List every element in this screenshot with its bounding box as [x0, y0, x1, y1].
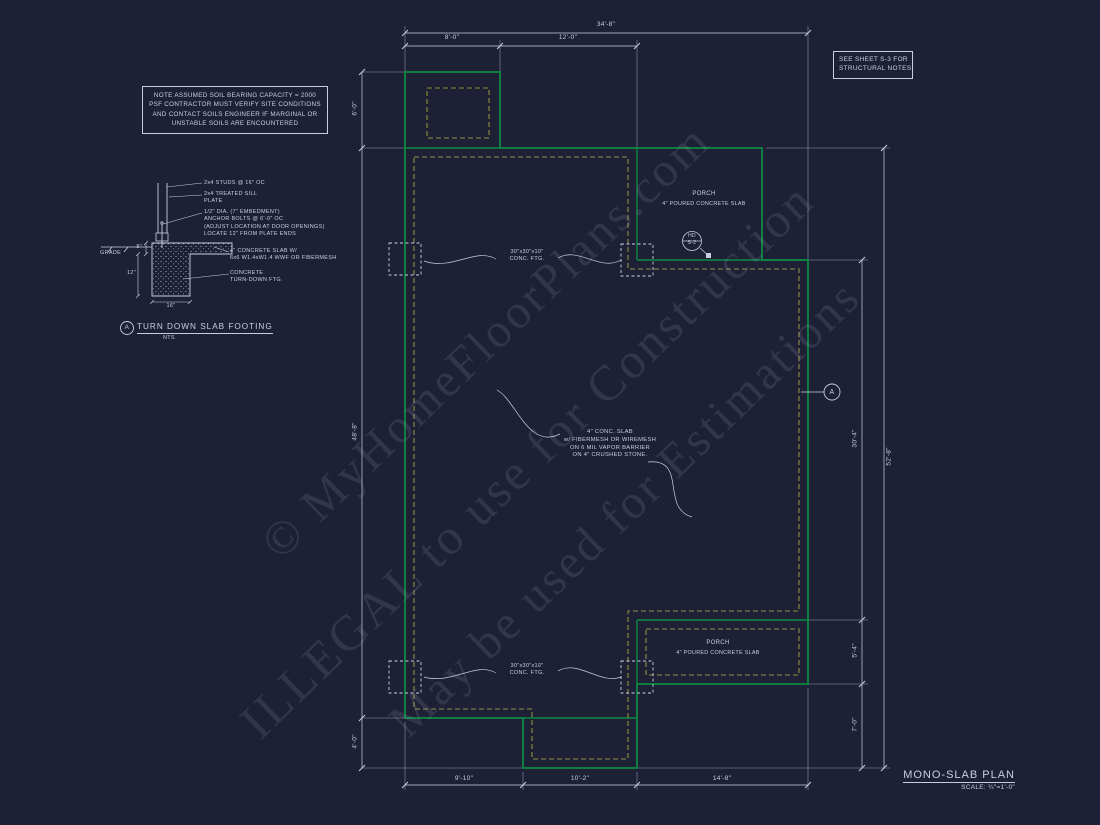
porch-label-bottom: PORCH 4" POURED CONCRETE SLAB	[662, 639, 774, 657]
detail-title-bubble	[120, 321, 134, 335]
porch-label-line: PORCH	[706, 640, 730, 646]
detail-dim-footing-width: 16"	[166, 303, 176, 309]
dim-right-total: 52'-8"	[885, 447, 893, 466]
callout-concrete-slab: 4" CONCRETE SLAB W/ 6x6 W1.4xW1.4 WWF OR…	[230, 248, 336, 263]
dim-left-top: 6'-0"	[351, 101, 359, 116]
callout-line: (ADJUST LOCATION AT DOOR OPENINGS)	[204, 223, 325, 230]
slab-note-line: w/ FIBERMESH OR WIREMESH	[563, 436, 657, 443]
detail-bubble-letter: A	[124, 324, 130, 331]
callout-anchor-bolts: 1/2" DIA. (7" EMBEDMENT) ANCHOR BOLTS @ …	[204, 209, 325, 239]
drawing-title: MONO-SLAB PLAN	[903, 768, 1015, 783]
porch-label-line: 4" POURED CONCRETE SLAB	[662, 201, 746, 208]
footing-label-line: 30"x30"x10"	[510, 249, 544, 255]
stoop-dashed-inset	[426, 87, 490, 139]
sheet-note-line: STRUCTURAL NOTES	[839, 64, 912, 72]
detail-leader-lines	[162, 182, 230, 280]
callout-sill-plate: 2x4 TREATED SILL PLATE	[204, 191, 257, 206]
grade-line	[101, 246, 152, 253]
section-callout-bubble	[823, 383, 841, 401]
dim-bottom-c: 14'-8"	[712, 775, 732, 782]
grade-label: GRADE	[100, 250, 122, 256]
sheet-reference-note: SEE SHEET S-3 FOR STRUCTURAL NOTES	[833, 51, 913, 79]
slab-spec-note: 4" CONC. SLAB w/ FIBERMESH OR WIREMESH O…	[544, 429, 676, 460]
drawing-scale: SCALE: ¼"=1'-0"	[961, 784, 1015, 791]
dim-right-bottom: 7'-0"	[851, 717, 859, 732]
soil-bearing-note: NOTE ASSUMED SOIL BEARING CAPACITY = 200…	[142, 86, 328, 134]
stud-wall-lines	[157, 183, 168, 233]
callout-line: 6x6 W1.4xW1.4 WWF OR FIBERMESH	[230, 255, 337, 262]
dimension-lines	[361, 32, 885, 786]
detail-dim-lines	[135, 240, 193, 305]
callout-line: 2x4 TREATED SILL	[204, 191, 258, 197]
dim-right-porch: 5'-4"	[851, 643, 859, 658]
footing-square	[388, 242, 422, 276]
soil-note-line: AND CONTACT SOILS ENGINEER IF MARGINAL O…	[152, 110, 318, 118]
dim-top-total: 34'-8"	[596, 21, 616, 28]
soil-note-line: NOTE ASSUMED SOIL BEARING CAPACITY = 200…	[153, 92, 317, 99]
footing-label-line: CONC. FTG.	[509, 256, 545, 263]
dim-top-b: 12'-0"	[558, 34, 578, 41]
leader-curves	[423, 247, 824, 679]
footing-detail-linework	[101, 182, 233, 305]
porch-label-line: 4" POURED CONCRETE SLAB	[676, 650, 760, 657]
callout-line: ANCHOR BOLTS @ 6'-0" OC	[204, 216, 284, 223]
soil-note-line: UNSTABLE SOILS ARE ENCOUNTERED	[171, 120, 299, 128]
turndown-dashed-line	[413, 156, 800, 760]
hd-callout-line: S-2	[687, 240, 697, 247]
porch-label-top: PORCH 4" POURED CONCRETE SLAB	[648, 190, 760, 208]
anchor-bolt-head	[160, 221, 164, 225]
callout-line: PLATE	[204, 198, 223, 205]
dim-bottom-a: 9'-10"	[454, 775, 474, 782]
callout-studs: 2x4 STUDS @ 16" OC	[204, 180, 265, 187]
callout-line: LOCATE 12" FROM PLATE ENDS	[204, 231, 297, 238]
footing-label-bottom: 30"x30"x10" CONC. FTG.	[494, 663, 560, 678]
slab-interior-lines	[405, 147, 808, 719]
footing-square	[388, 660, 422, 694]
slab-note-line: ON 4" CRUSHED STONE.	[572, 452, 648, 459]
drawing-title-text: MONO-SLAB PLAN	[903, 769, 1015, 783]
callout-line: TURN-DOWN FTG.	[230, 277, 283, 284]
detail-dim-slab-depth: 8"	[136, 244, 142, 250]
slab-note-line: 4" CONC. SLAB	[587, 429, 633, 435]
footing-label-line: CONC. FTG.	[509, 670, 545, 677]
dim-right-inner: 30'-4"	[851, 429, 859, 448]
callout-line: 2x4 STUDS @ 16" OC	[204, 180, 265, 186]
sheet-note-line: SEE SHEET S-3 FOR	[839, 56, 908, 63]
concrete-section	[151, 242, 233, 297]
dim-top-a: 8'-0"	[444, 34, 460, 41]
callout-turndown-footing: CONCRETE TURN-DOWN FTG.	[230, 270, 283, 285]
callout-line: 1/2" DIA. (7" EMBEDMENT)	[204, 209, 280, 215]
extension-lines	[362, 26, 890, 790]
porch-label-line: PORCH	[692, 191, 716, 197]
detail-scale-label: NTS	[163, 335, 175, 341]
detail-dim-footing-depth: 12"	[127, 270, 136, 276]
callout-line: CONCRETE	[230, 270, 264, 276]
hd-callout-line: HD	[688, 232, 696, 239]
holddown-marker	[706, 253, 711, 258]
slab-note-line: ON 6 MIL VAPOR BARRIER	[569, 444, 651, 451]
porch-bottom-dashed-inset	[645, 628, 800, 676]
callout-line: 4" CONCRETE SLAB W/	[230, 248, 297, 254]
detail-title: TURN DOWN SLAB FOOTING	[137, 321, 273, 335]
section-callout-letter: A	[829, 388, 835, 396]
footing-label-top: 30"x30"x10" CONC. FTG.	[494, 249, 560, 264]
hd-callout-text: HD S-2	[682, 233, 702, 249]
hd-callout-bubble	[682, 231, 702, 251]
dim-bottom-b: 10'-2"	[570, 775, 590, 782]
footing-label-line: 30"x30"x10"	[510, 663, 544, 669]
soil-note-line: PSF CONTRACTOR MUST VERIFY SITE CONDITIO…	[149, 101, 321, 109]
dimension-ticks	[358, 29, 888, 789]
